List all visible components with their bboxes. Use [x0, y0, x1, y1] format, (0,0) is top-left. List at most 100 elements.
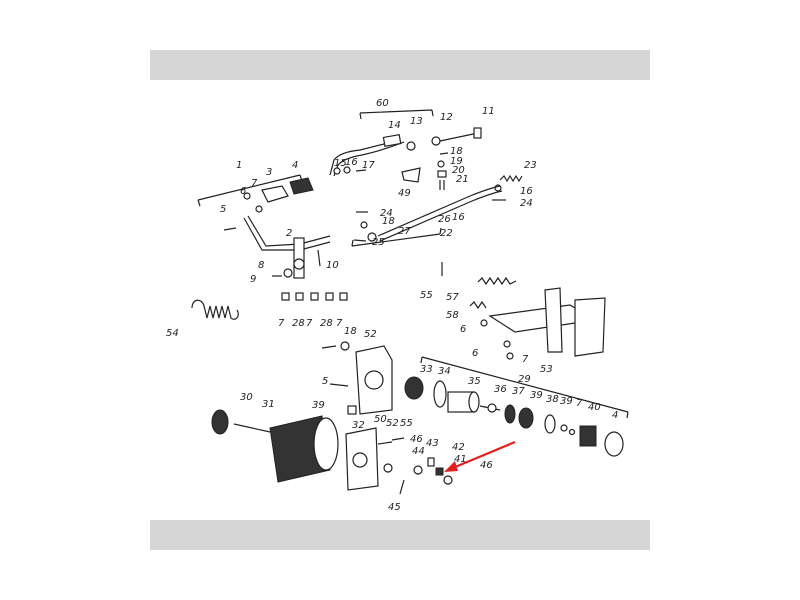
bearing-33	[404, 376, 424, 400]
top-linkage	[329, 127, 523, 242]
label-8: 8	[258, 260, 264, 271]
part-43	[427, 457, 435, 467]
part-7a	[281, 292, 290, 301]
pin-45	[399, 479, 405, 495]
label-24-mid: 24	[380, 208, 393, 219]
part-28b	[325, 292, 334, 301]
label-34: 34	[438, 366, 451, 377]
label-14: 14	[388, 120, 401, 131]
washer-44	[413, 465, 423, 475]
part-41	[435, 467, 444, 476]
pin-25	[353, 239, 367, 242]
washer-18b	[360, 221, 368, 229]
label-3: 3	[266, 167, 272, 178]
split-pin-17	[355, 169, 367, 172]
label-17: 17	[362, 160, 375, 171]
spring-23	[499, 174, 523, 183]
label-13: 13	[410, 116, 423, 127]
label-42: 42	[452, 442, 465, 453]
bracket-29	[420, 356, 629, 419]
label-10: 10	[326, 260, 339, 271]
diagram-sheet	[150, 80, 650, 520]
pin-10	[317, 249, 321, 267]
small-parts-row	[281, 292, 348, 301]
washer-38	[544, 414, 556, 434]
pin-7e	[506, 352, 514, 360]
label-7-shaft: 7	[576, 398, 583, 409]
washer-19	[437, 160, 445, 168]
washer-46	[383, 463, 393, 473]
highlight-arrow	[444, 440, 516, 472]
pin-36	[487, 403, 497, 413]
right-bracket-assembly	[441, 262, 606, 360]
label-16-top: 16	[345, 157, 358, 168]
label-55-top: 55	[420, 290, 433, 301]
label-7-row-c: 7	[336, 318, 343, 329]
pedal-arm-2	[247, 215, 331, 247]
spring-54	[191, 299, 239, 320]
label-7-row-a: 7	[278, 318, 285, 329]
washer-13	[406, 141, 416, 151]
label-18-lower: 18	[344, 326, 357, 337]
rod-27b	[379, 190, 503, 242]
label-45: 45	[388, 502, 401, 513]
bottom-gray-band	[150, 520, 650, 550]
label-60: 60	[376, 98, 389, 109]
label-12: 12	[440, 112, 453, 123]
label-43: 43	[426, 438, 439, 449]
washer-6d	[503, 340, 511, 348]
label-20: 20	[452, 165, 465, 176]
bolt-52	[377, 441, 393, 445]
pedal-pad-4	[289, 177, 314, 195]
bushing-40	[579, 425, 597, 447]
label-37: 37	[512, 386, 525, 397]
label-18-mid: 18	[382, 216, 395, 227]
nut-12	[431, 136, 441, 146]
bolt-11-head	[473, 127, 482, 139]
label-44: 44	[412, 446, 425, 457]
pin-7f	[568, 428, 576, 436]
label-16-mid: 16	[452, 212, 465, 223]
label-46-left: 46	[410, 434, 423, 445]
bracket-53-side	[574, 297, 606, 357]
label-39-a: 39	[530, 390, 543, 401]
label-28-row-a: 28	[292, 318, 305, 329]
label-7-bracket: 7	[522, 354, 529, 365]
label-2: 2	[286, 228, 292, 239]
bolt-5	[223, 227, 237, 231]
shaft-assembly	[404, 376, 624, 457]
label-1: 1	[236, 160, 242, 171]
red-arrow-shaft	[447, 440, 516, 472]
bracket-1	[197, 174, 303, 207]
label-4-top: 4	[292, 160, 298, 171]
label-58: 58	[446, 310, 459, 321]
bracket-32-hole	[352, 452, 368, 468]
bracket-60	[359, 109, 434, 120]
bearing-39	[518, 407, 534, 429]
part-7c	[339, 292, 348, 301]
pedal-pad-3	[261, 185, 289, 203]
washer-6	[243, 192, 251, 200]
motor-assembly	[211, 405, 357, 483]
clevis-26	[367, 232, 377, 242]
mount-bracket-upper	[321, 341, 393, 415]
pedal-shaft-2	[293, 237, 305, 279]
label-54: 54	[166, 328, 179, 339]
lower-bracket-assembly	[345, 427, 453, 495]
label-39-c: 39	[312, 400, 325, 411]
washer-16	[343, 166, 351, 174]
washer-39b	[560, 424, 568, 432]
bearing-37	[504, 404, 516, 424]
label-35: 35	[468, 376, 481, 387]
label-5-top: 5	[220, 204, 226, 215]
label-15: 15	[334, 158, 347, 169]
bracket-49	[401, 167, 421, 183]
bolt-5b	[329, 383, 349, 387]
spring-57	[477, 276, 517, 286]
label-5-mid: 5	[322, 376, 328, 387]
spring-58	[469, 300, 487, 310]
pin-15	[333, 167, 341, 175]
label-41: 41	[454, 454, 467, 465]
label-40: 40	[588, 402, 601, 413]
